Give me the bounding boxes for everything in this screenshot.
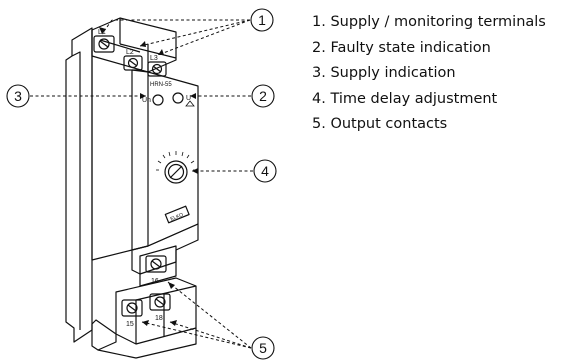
terminal-l2-label: L2 xyxy=(126,49,134,56)
callout-1-circle xyxy=(250,8,274,32)
time-delay-knob xyxy=(164,160,188,184)
callout-3-circle xyxy=(6,84,30,108)
callout-3-number: 3 xyxy=(14,88,22,104)
callout-2-circle xyxy=(251,84,275,108)
callout-1-number: 1 xyxy=(258,12,266,28)
legend-item-1: 1. Supply / monitoring terminals xyxy=(312,14,546,30)
bottom-screw-terminals xyxy=(121,293,171,317)
callout-4-number: 4 xyxy=(261,163,269,179)
din-rail-back xyxy=(65,27,93,343)
brand-label-box xyxy=(164,205,190,224)
legend-item-2: 2. Faulty state indication xyxy=(312,39,491,56)
legend-item-5: 5. Output contacts xyxy=(312,116,448,132)
brand-label: ELKO xyxy=(170,212,185,223)
callout-5-leaders xyxy=(141,281,252,349)
relay-diagram: L1 L2 L3 HRN-55 Un U ELKO 16 15 18 xyxy=(6,8,277,360)
legend-item-4: 4. Time delay adjustment xyxy=(312,90,498,107)
supply-led xyxy=(152,94,164,106)
legend-list: 1. Supply / monitoring terminals 2. Faul… xyxy=(312,10,546,138)
callout-1-leaders xyxy=(101,19,251,56)
contact-15-label: 15 xyxy=(126,321,134,328)
callout-5-number: 5 xyxy=(259,340,267,356)
callout-4-circle xyxy=(253,159,277,183)
callout-5-circle xyxy=(251,336,275,360)
middle-contact-terminal xyxy=(139,245,177,287)
terminal-l3-label: L3 xyxy=(150,55,158,62)
contact-18-label: 18 xyxy=(155,315,163,322)
fault-u-label: U xyxy=(186,95,191,102)
callout-2-number: 2 xyxy=(259,88,267,104)
model-label: HRN-55 xyxy=(150,82,172,88)
contact-16-label: 16 xyxy=(151,278,159,285)
legend-item-3: 3. Supply indication xyxy=(312,65,456,81)
un-label: Un xyxy=(142,97,151,104)
fault-led xyxy=(172,92,184,104)
